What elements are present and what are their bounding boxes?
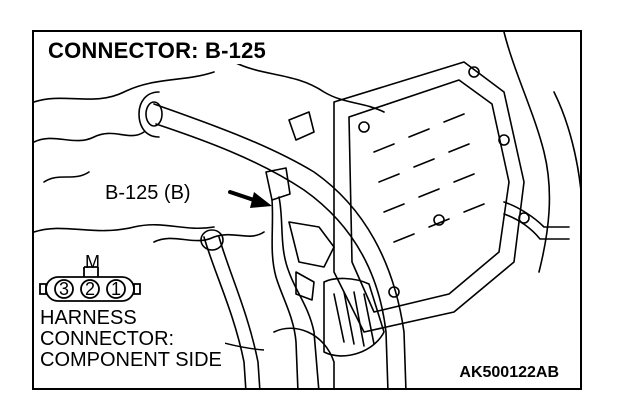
mounting-bracket (288, 111, 315, 141)
connector-latch-right (133, 283, 141, 295)
connector-callout-label: B-125 (B) (102, 182, 194, 205)
harness-connector-symbol (39, 266, 141, 302)
engine-contour (43, 171, 90, 183)
engine-contour (34, 71, 215, 103)
bolt (468, 66, 480, 78)
engine-contour (503, 32, 551, 273)
connector-title: CONNECTOR: B-125 (44, 38, 270, 64)
pin-number: 2 (85, 279, 95, 299)
valve-cover-inner (348, 79, 510, 313)
harness-caption: HARNESS CONNECTOR: COMPONENT SIDE (40, 308, 225, 371)
right-hose (503, 213, 570, 240)
valve-cover-rib (378, 143, 470, 183)
caption-line: CONNECTOR: (40, 328, 175, 350)
engine-contour (153, 231, 265, 243)
engine-contour (553, 91, 580, 190)
pin-2-outline (80, 279, 100, 299)
small-hose (203, 236, 247, 388)
component-connector (265, 167, 291, 201)
figure-code: AK500122AB (456, 364, 562, 382)
diagram-frame: M 3 2 1 CONNECTOR: B-125 B-125 (B) HARNE… (32, 30, 582, 390)
alternator-rib (333, 291, 375, 347)
engine-line-art: M 3 2 1 (34, 32, 580, 388)
valve-cover-rib (373, 113, 465, 153)
large-hose-inner (155, 123, 389, 388)
engine-contour (34, 131, 145, 143)
caption-line: COMPONENT SIDE (40, 349, 222, 371)
bolt (433, 214, 445, 226)
hose-fitting (518, 212, 530, 224)
connector-latch-left (39, 283, 47, 295)
pin-number: 3 (59, 279, 69, 299)
bolt (358, 121, 370, 133)
right-hose (503, 201, 570, 228)
valve-cover (333, 61, 525, 333)
sensor-body (288, 221, 335, 268)
harness-clip (295, 271, 315, 301)
engine-contour (233, 61, 385, 113)
pin-1-outline (106, 279, 126, 299)
small-hose (218, 236, 261, 388)
engine-contour (273, 327, 335, 388)
wiring-harness (278, 196, 320, 388)
hose-clamp-band (138, 91, 160, 138)
large-hose-outer (153, 103, 407, 388)
valve-cover-rib (383, 173, 475, 213)
pointer-arrow-head (250, 192, 272, 208)
caption-line: HARNESS (40, 307, 137, 329)
pin-3-outline (54, 279, 74, 299)
alternator (323, 277, 385, 357)
pin-number: 1 (111, 279, 121, 299)
connector-key-outline (83, 266, 99, 277)
connector-key-label: M (85, 252, 100, 272)
valve-cover-rib (393, 203, 485, 243)
hose-clamp (145, 101, 163, 127)
engine-contour (34, 223, 215, 233)
bolt (498, 134, 510, 146)
wiring-harness (271, 199, 299, 388)
hose-fitting (200, 229, 224, 251)
